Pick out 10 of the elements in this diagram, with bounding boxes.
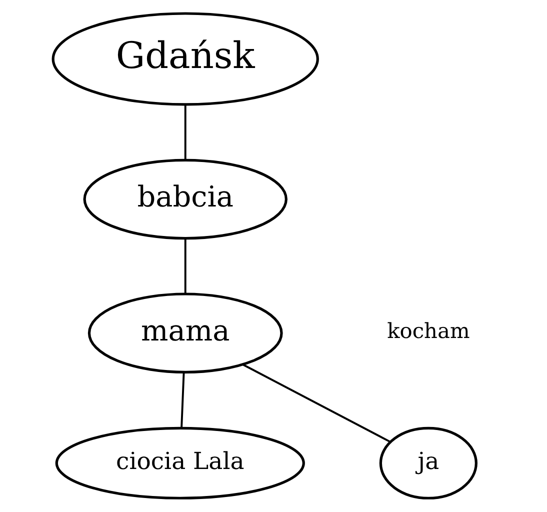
node-ellipse: ciocia Lala bbox=[55, 426, 305, 500]
node-ellipse: mama bbox=[88, 292, 283, 374]
label: kocham bbox=[387, 319, 470, 344]
connector bbox=[242, 364, 391, 443]
connector bbox=[184, 238, 186, 294]
node-ellipse: ja bbox=[379, 426, 478, 500]
connector bbox=[180, 372, 185, 428]
connector bbox=[184, 104, 186, 160]
node-ellipse: Gdańsk bbox=[52, 12, 319, 106]
node-ellipse: babcia bbox=[83, 158, 288, 240]
